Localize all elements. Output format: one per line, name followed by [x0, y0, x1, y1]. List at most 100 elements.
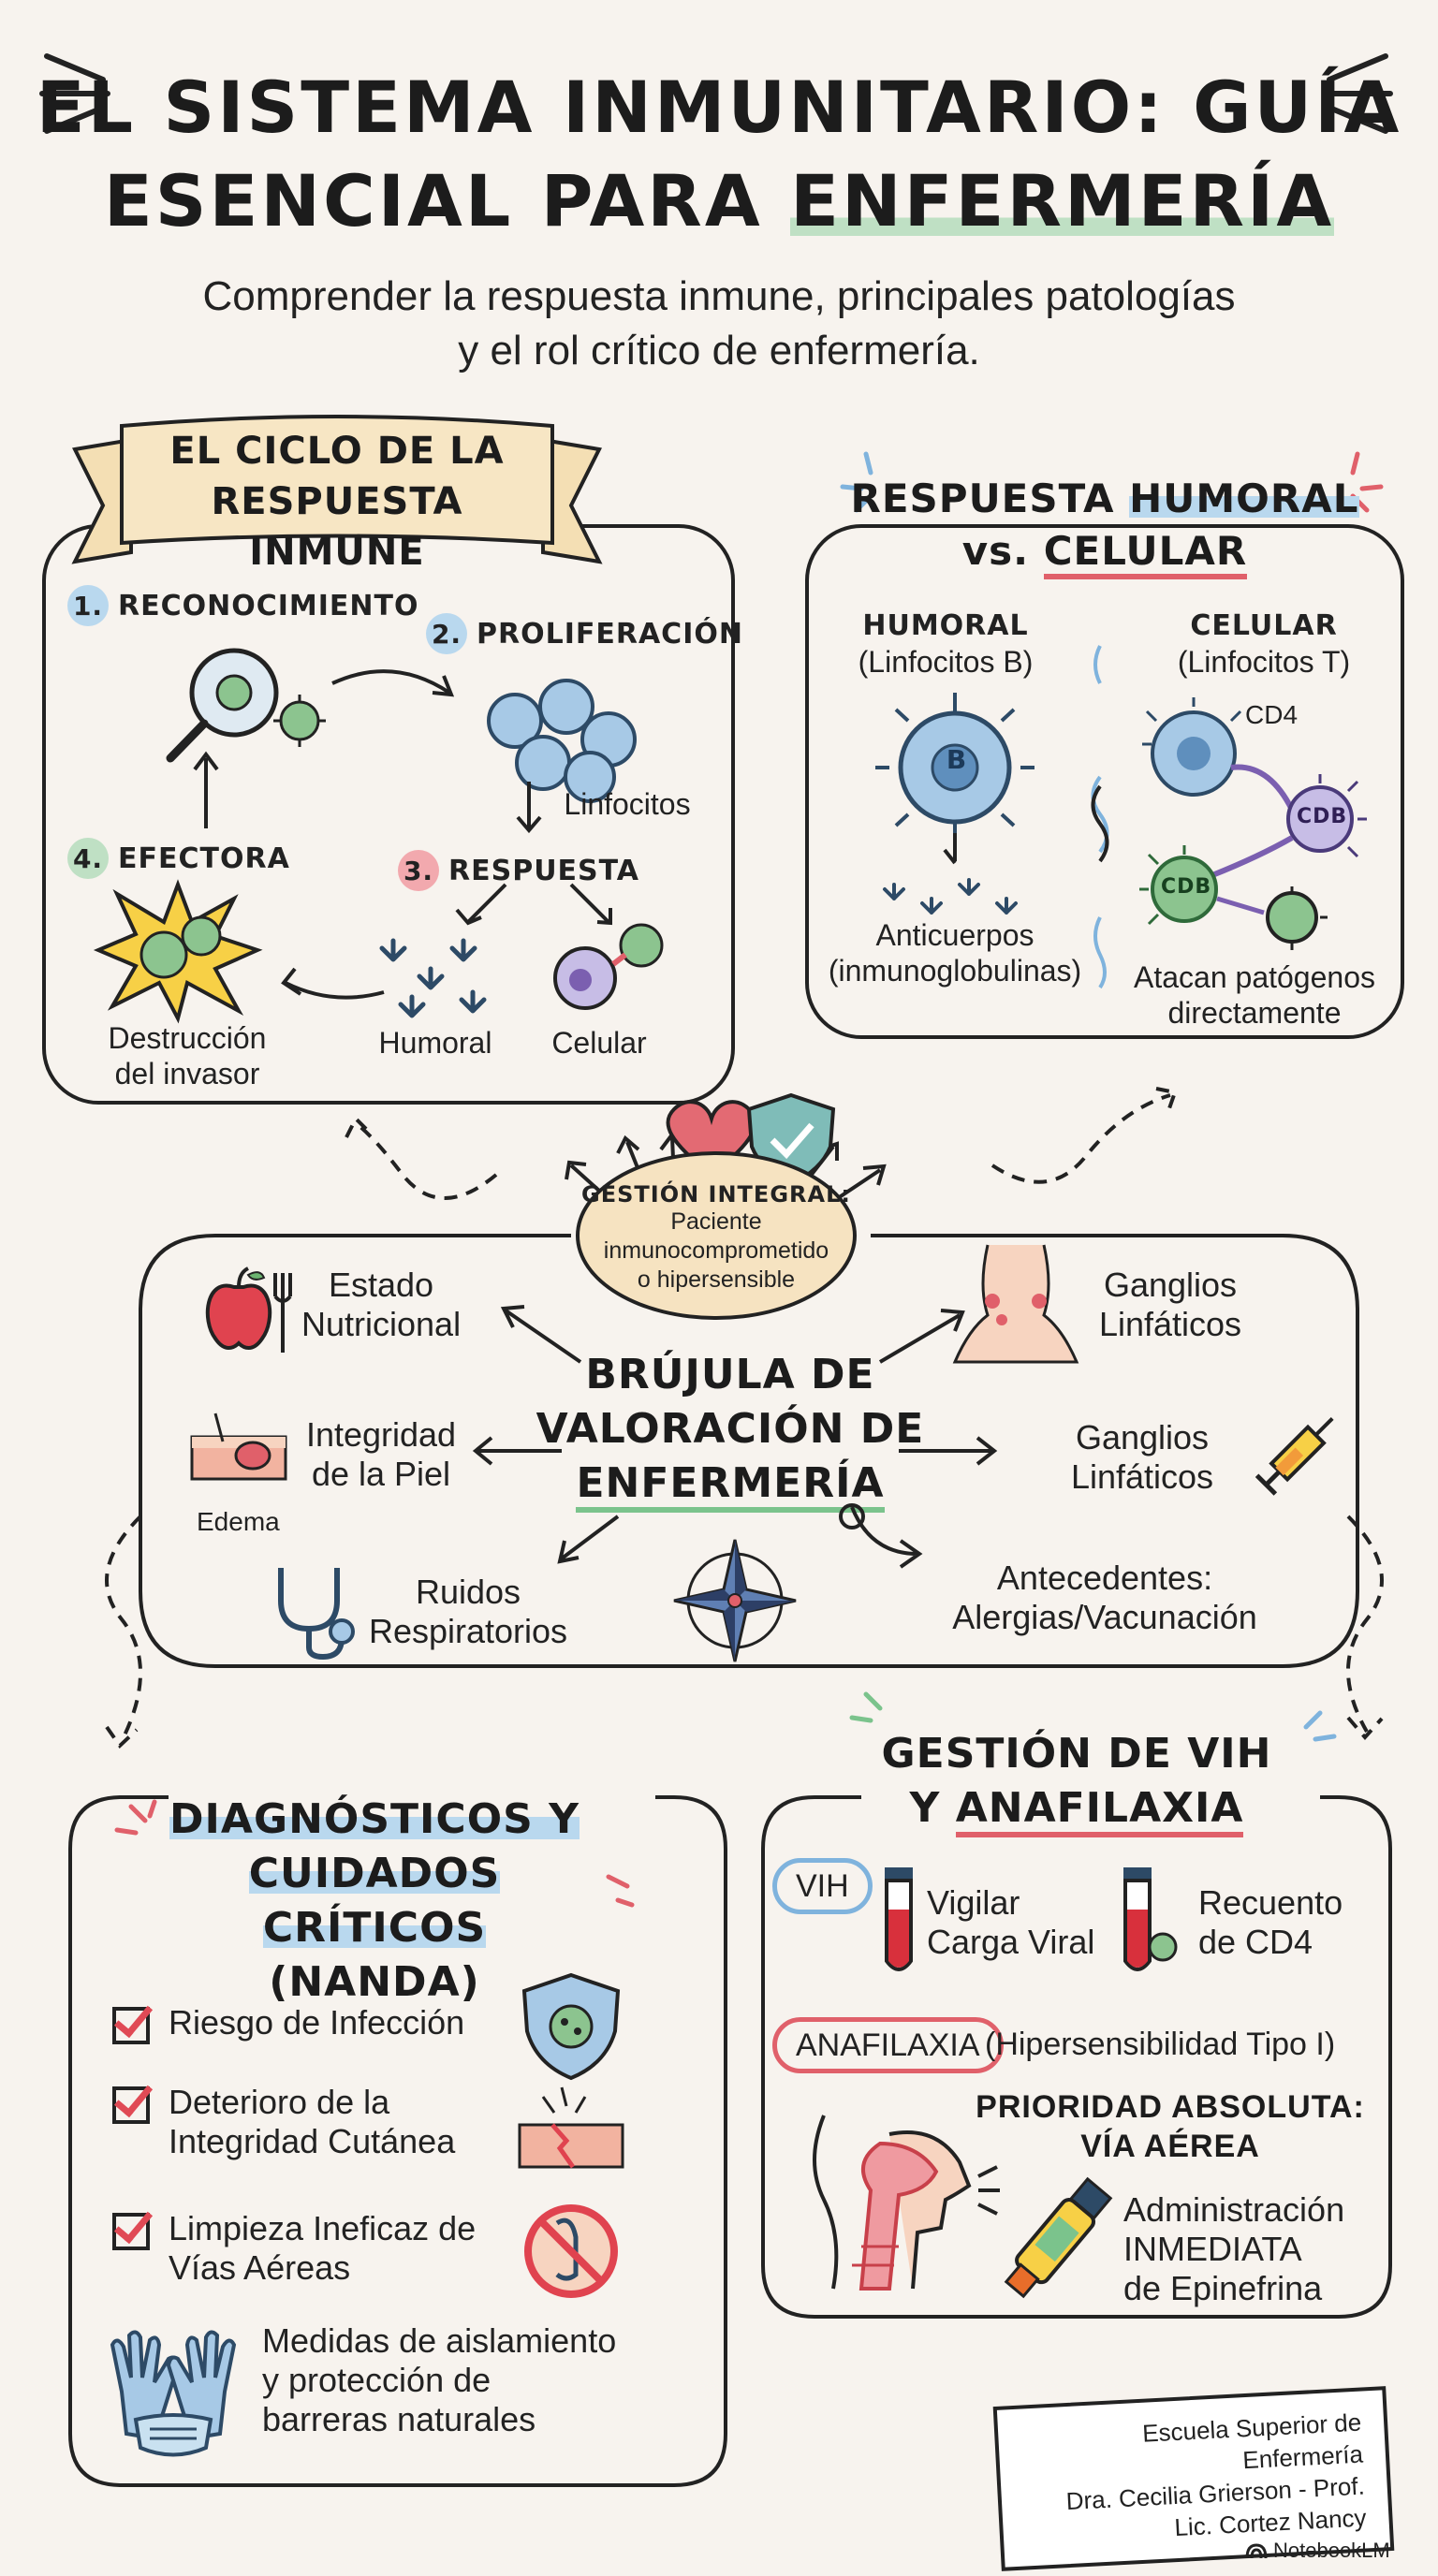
integridad-piel-label: Integridad de la Piel	[301, 1415, 461, 1494]
subtitle-line-2: y el rol crítico de enfermería.	[458, 328, 980, 373]
atacan-line-1: Atacan patógenos	[1134, 960, 1375, 994]
subtitle-line-1: Comprender la respuesta inmune, principa…	[202, 273, 1236, 319]
nanda-item-cutanea: Deterioro de la Integridad Cutánea	[112, 2083, 455, 2161]
sparkle-nanda-left-icon	[114, 1799, 157, 1836]
nanda-item-vias: Limpieza Ineficaz de Vías Aéreas	[112, 2209, 476, 2288]
recuento-cd4-label: Recuento de CD4	[1198, 1883, 1343, 1962]
title-line-2b: ENFERMERÍA	[790, 159, 1335, 242]
recuento-line-1: Recuento	[1198, 1883, 1343, 1922]
nanda-item-infeccion: Riesgo de Infección	[112, 2003, 464, 2044]
gestion-line-3: o hipersensible	[637, 1266, 796, 1293]
admin-line-2: INMEDIATA	[1123, 2230, 1302, 2268]
arrow-4-to-1-icon	[193, 751, 219, 828]
medidas-line-3: barreras naturales	[262, 2400, 536, 2438]
dashed-arrow-down-left-icon	[105, 1515, 142, 1749]
title-line-2a: ESENCIAL PARA	[103, 159, 791, 242]
humoral-column-head: HUMORAL (Linfocitos B)	[833, 608, 1058, 680]
b-cell-icon	[875, 693, 1034, 915]
nanda-panel	[68, 1795, 727, 2487]
carga-viral-label: Vigilar Carga Viral	[927, 1883, 1094, 1962]
integridad-line-2: de la Piel	[311, 1455, 451, 1493]
cd8-label-b: CDB	[1161, 875, 1212, 899]
magnifier-pathogen-icon	[166, 648, 326, 763]
notebooklm-logo-icon	[1245, 2543, 1268, 2559]
nanda-title-line-2: CUIDADOS CRÍTICOS	[248, 1850, 501, 1952]
medidas-line-2: y protección de	[262, 2361, 492, 2399]
ganglios-label-2: Ganglios Linfáticos	[1049, 1418, 1236, 1497]
medidas-line-1: Medidas de aislamiento	[262, 2321, 617, 2360]
vih-title-line-1: GESTIÓN DE VIH	[881, 1730, 1272, 1778]
nanda-item-line-1: Limpieza Ineficaz de	[169, 2209, 477, 2247]
vih-title-line-2a: Y	[909, 1784, 956, 1832]
nanda-title-line-3: (NANDA)	[269, 1958, 480, 2006]
airway-throat-icon	[813, 2115, 1000, 2291]
anticuerpos-label: Anticuerpos (inmunoglobulinas)	[814, 917, 1095, 988]
arrow-3-to-4-icon	[281, 967, 385, 1000]
humoral-celular-panel	[805, 524, 1404, 1039]
brand-text: NotebookLM	[1273, 2539, 1390, 2562]
anticuerpos-line-2: (inmunoglobulinas)	[828, 954, 1082, 988]
nanda-title-line-1: DIAGNÓSTICOS Y	[169, 1795, 580, 1843]
divider-squiggle-icon	[1091, 645, 1109, 989]
linfocitos-label: Linfocitos	[564, 787, 691, 821]
prioridad-line-2: VÍA AÉREA	[1080, 2129, 1260, 2164]
humoral-label: Humoral	[378, 1026, 492, 1060]
ganglios2-line-1: Ganglios	[1075, 1418, 1210, 1456]
estado-line-1: Estado	[328, 1266, 434, 1304]
nanda-title: DIAGNÓSTICOS Y CUIDADOS CRÍTICOS (NANDA)	[131, 1793, 618, 2010]
nanda-item-text: Limpieza Ineficaz de Vías Aéreas	[169, 2209, 476, 2288]
b-cell-letter: B	[946, 744, 968, 775]
admin-line-1: Administración	[1123, 2190, 1345, 2229]
epinefrina-label: Administración INMEDIATA de Epinefrina	[1123, 2190, 1344, 2308]
damaged-skin-icon	[518, 2086, 624, 2169]
cycle-title: EL CICLO DE LA RESPUESTA INMUNE	[122, 426, 552, 578]
humoral-celular-title: RESPUESTA HUMORAL vs. CELULAR	[843, 473, 1367, 579]
nanda-item-line-2: Vías Aéreas	[169, 2248, 351, 2287]
medidas-label: Medidas de aislamiento y protección de b…	[262, 2321, 616, 2439]
recuento-line-2: de CD4	[1198, 1923, 1313, 1961]
carga-line-1: Vigilar	[927, 1883, 1020, 1922]
gestion-line-1: Paciente	[670, 1208, 762, 1235]
gestion-title: GESTIÓN INTEGRAL:	[581, 1181, 851, 1208]
ruidos-line-1: Ruidos	[415, 1573, 521, 1611]
brujula-panel	[139, 1234, 1359, 1668]
hc-title-c: vs.	[961, 528, 1044, 574]
admin-line-3: de Epinefrina	[1123, 2269, 1323, 2307]
ganglios1-line-2: Linfáticos	[1098, 1305, 1242, 1343]
integridad-line-1: Integridad	[305, 1415, 457, 1454]
humoral-head: HUMORAL	[862, 609, 1029, 642]
t-cells-network-icon	[1139, 697, 1367, 950]
title-line-2: ESENCIAL PARA ENFERMERÍA	[0, 159, 1438, 242]
antibodies-icon	[379, 938, 487, 1018]
celular-sub: (Linfocitos T)	[1177, 645, 1351, 679]
estado-nutricional-label: Estado Nutricional	[301, 1266, 461, 1344]
nanda-item-text: Riesgo de Infección	[169, 2003, 464, 2042]
brujula-line-3: ENFERMERÍA	[576, 1459, 885, 1513]
blood-tube-icon	[885, 1867, 913, 1971]
cd8-label-a: CDB	[1297, 805, 1348, 828]
gestion-line-2: inmunocomprometido	[603, 1237, 829, 1264]
step-respuesta: 3. RESPUESTA	[398, 850, 639, 891]
celular-label: Celular	[551, 1026, 647, 1060]
destruccion-line-1: Destrucción	[108, 1021, 267, 1055]
compass-rose-icon	[673, 1539, 797, 1662]
humoral-sub: (Linfocitos B)	[858, 645, 1034, 679]
checkbox-icon	[112, 2086, 150, 2124]
nanda-item-text: Deterioro de la Integridad Cutánea	[169, 2083, 455, 2161]
checkbox-icon	[112, 2007, 150, 2044]
step-proliferacion: 2. PROLIFERACIÓN	[426, 613, 743, 654]
lymphocyte-cluster-icon	[487, 679, 637, 803]
cycle-title-line-2: RESPUESTA INMUNE	[211, 480, 463, 574]
dashed-curve-left-icon	[345, 1115, 498, 1200]
antecedentes-line-1: Antecedentes:	[996, 1559, 1213, 1597]
syringe-icon	[1255, 1416, 1334, 1496]
step-number: 4.	[67, 838, 109, 879]
celular-column-head: CELULAR (Linfocitos T)	[1142, 608, 1386, 680]
cycle-title-line-1: EL CICLO DE LA	[169, 430, 505, 473]
step-efectora: 4. EFECTORA	[67, 838, 290, 879]
sparkle-vih-left-icon	[849, 1691, 883, 1723]
dashed-arrow-down-right-icon	[1346, 1515, 1384, 1741]
ribbon-banner-icon	[71, 415, 603, 564]
step-label: RECONOCIMIENTO	[118, 589, 419, 622]
step-label: PROLIFERACIÓN	[477, 617, 743, 651]
